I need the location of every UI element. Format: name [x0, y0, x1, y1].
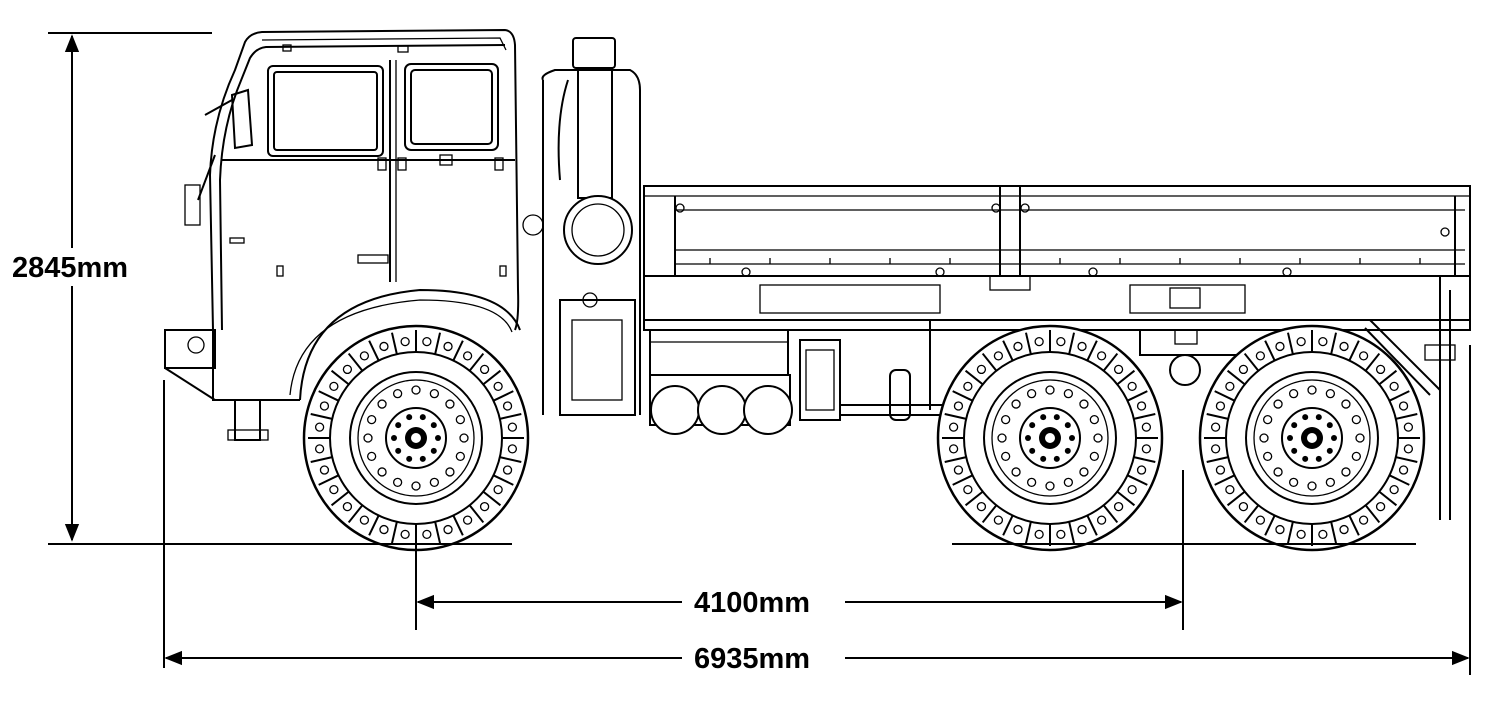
exhaust-stack [522, 37, 641, 416]
front-bumper [164, 329, 216, 369]
windshield [267, 65, 384, 157]
air-tank [650, 385, 700, 435]
air-cleaner [563, 195, 633, 265]
wheels [302, 324, 1426, 552]
bed-side-panel [643, 185, 1471, 277]
front-wheel [302, 324, 530, 552]
height-label: 2845mm [12, 252, 128, 284]
chassis [649, 319, 1441, 435]
length-label: 6935mm [694, 643, 810, 675]
side-mirror [230, 88, 254, 150]
side-window [404, 63, 499, 151]
truck-side-view [48, 28, 1471, 552]
battery-box [649, 329, 789, 376]
cargo-bed [643, 185, 1471, 520]
cab [164, 28, 521, 441]
height-label-bg [8, 248, 158, 286]
wheelbase-label: 4100mm [694, 587, 810, 619]
rear-wheel-2 [1198, 324, 1426, 552]
rear-wheel-1 [936, 324, 1164, 552]
dimension-annotations: 2845mm 4100mm 6935mm [8, 32, 1471, 675]
